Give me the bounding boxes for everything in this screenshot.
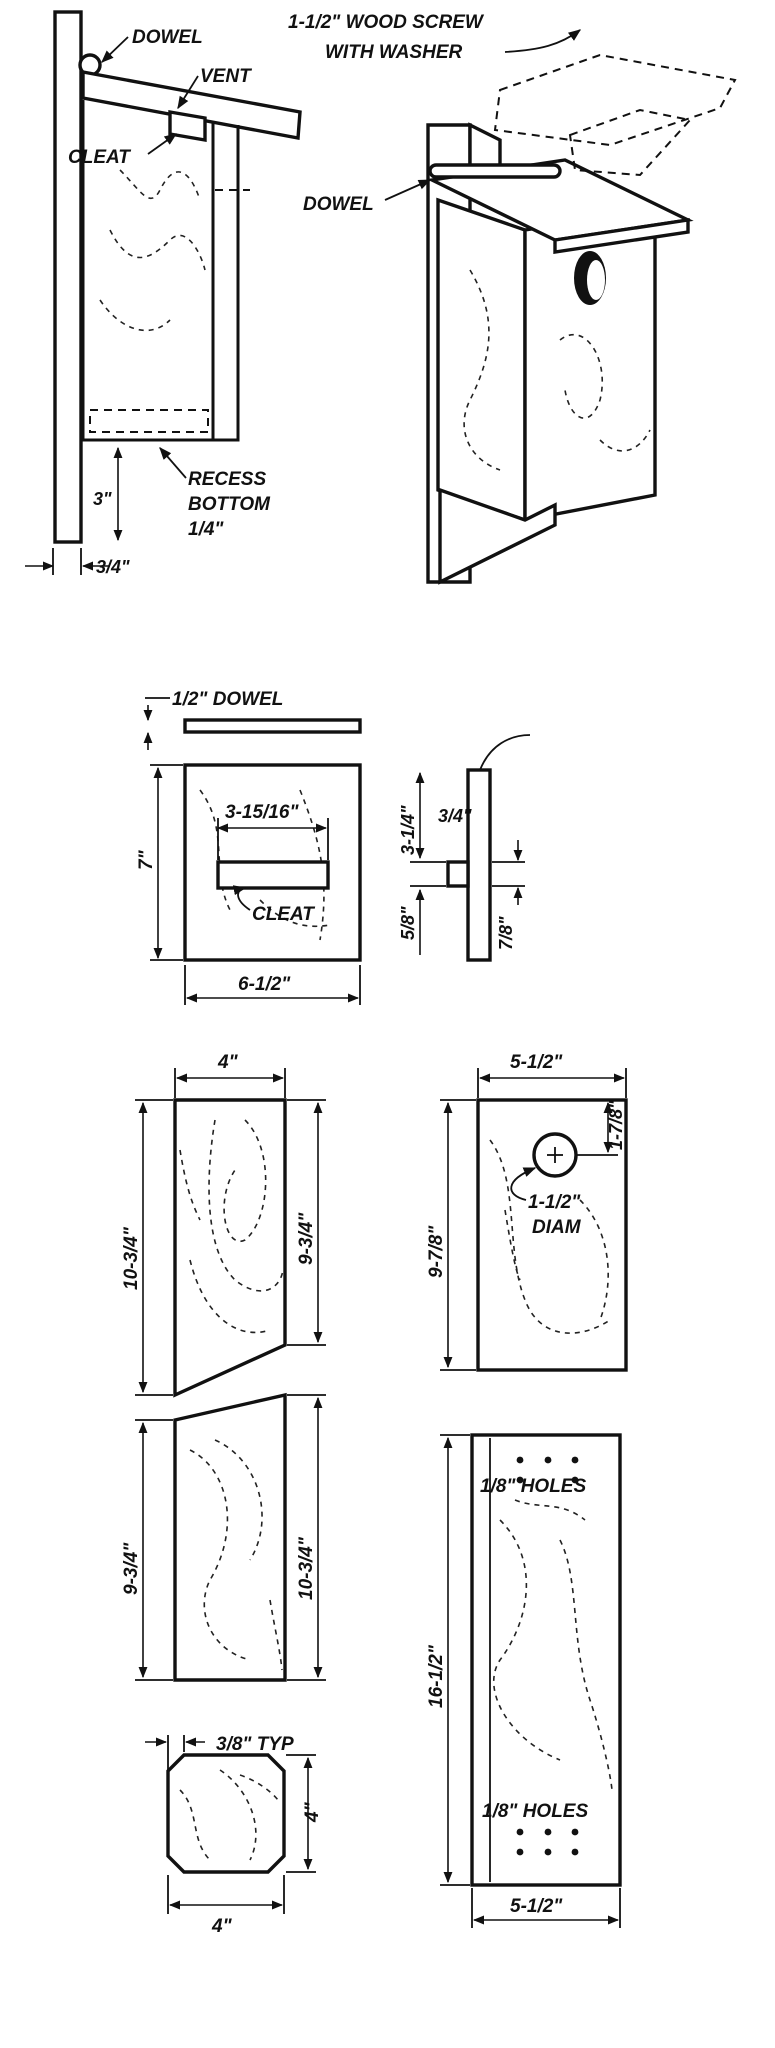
front-width: 5-1/2" — [510, 1052, 563, 1073]
bottom-screw-holes — [516, 1828, 579, 1856]
roof-part: 1/2" DOWEL 3-15/16" CLEAT 7" 6-1/2" — [136, 689, 362, 1005]
floor-panel: 3/8" TYP 4" 4" — [145, 1734, 323, 1937]
label-recess-2: BOTTOM — [188, 494, 271, 515]
floor-corner: 3/8" TYP — [216, 1734, 294, 1755]
roof-cleat — [216, 860, 330, 890]
section-roof — [81, 69, 302, 141]
back-holes-top: 1/8" HOLES — [480, 1476, 586, 1497]
side-bottom-board — [173, 1392, 287, 1682]
section-back-board — [53, 10, 83, 544]
back-holes-bottom: 1/8" HOLES — [482, 1801, 588, 1822]
cleat-detail-block — [446, 860, 470, 888]
dim-3-4: 3/4" — [96, 557, 130, 577]
iso-box-side — [436, 197, 527, 523]
side-top-board — [173, 1098, 287, 1398]
floor-height: 4" — [302, 1801, 323, 1823]
roof-cleat-label: CLEAT — [252, 904, 315, 925]
back-board — [470, 1433, 622, 1887]
front-panel: 1-1/2" DIAM 5-1/2" 9-7/8" 1-7/8" — [426, 1052, 628, 1372]
side-bottom-right-height: 10-3/4" — [296, 1536, 317, 1600]
front-hole-label-1: 1-1/2" — [528, 1192, 581, 1213]
cleat-detail-thickness: 3/4" — [438, 806, 472, 826]
back-width: 5-1/2" — [510, 1896, 563, 1917]
front-hole-label-2: DIAM — [532, 1217, 582, 1238]
floor-width: 4" — [211, 1916, 233, 1937]
side-top-right-height: 9-3/4" — [296, 1212, 317, 1265]
label-dowel: DOWEL — [132, 27, 203, 48]
label-vent: VENT — [200, 66, 252, 87]
floor-board — [166, 1753, 286, 1874]
roof-height: 7" — [136, 849, 157, 870]
side-top-width: 4" — [217, 1052, 239, 1073]
top-screw-holes — [516, 1456, 579, 1484]
side-top-left-height: 10-3/4" — [121, 1226, 142, 1290]
roof-dowel-bar — [183, 718, 362, 734]
label-recess-3: 1/4" — [188, 519, 224, 540]
cleat-detail-board — [466, 768, 492, 962]
label-screw-2: WITH WASHER — [325, 42, 462, 63]
front-height: 9-7/8" — [426, 1225, 447, 1278]
label-recess-1: RECESS — [188, 469, 266, 490]
cleat-detail-lower: 5/8" — [398, 906, 418, 940]
cleat-detail-height: 3-1/4" — [398, 805, 418, 855]
back-height: 16-1/2" — [426, 1644, 447, 1708]
isometric-view: 1-1/2" WOOD SCREW WITH WASHER DOWEL — [288, 12, 737, 585]
side-panel-top: 4" 10-3/4" 9-3/4" — [121, 1052, 326, 1398]
cleat-detail: 3/4" 3-1/4" 5/8" 7/8" — [398, 734, 531, 962]
side-section-view: DOWEL VENT CLEAT RECESS BOTTOM 1/4" 3" 3… — [25, 10, 302, 577]
back-panel: 1/8" HOLES 1/8" HOLES 16-1/2" 5-1/2" — [426, 1433, 622, 1928]
side-panel-bottom: 9-3/4" 10-3/4" — [121, 1392, 326, 1682]
label-cleat: CLEAT — [68, 147, 131, 168]
label-dowel-right: DOWEL — [303, 194, 374, 215]
cleat-detail-bottom: 7/8" — [496, 916, 516, 950]
roof-dowel-label: 1/2" DOWEL — [172, 689, 283, 710]
roof-width: 6-1/2" — [238, 974, 291, 995]
label-screw-1: 1-1/2" WOOD SCREW — [288, 12, 485, 33]
roof-cleat-width: 3-15/16" — [225, 802, 299, 823]
section-cleat — [168, 109, 207, 143]
front-hole-offset: 1-7/8" — [606, 1100, 626, 1150]
side-bottom-left-height: 9-3/4" — [121, 1542, 142, 1595]
dim-3in: 3" — [93, 489, 112, 509]
